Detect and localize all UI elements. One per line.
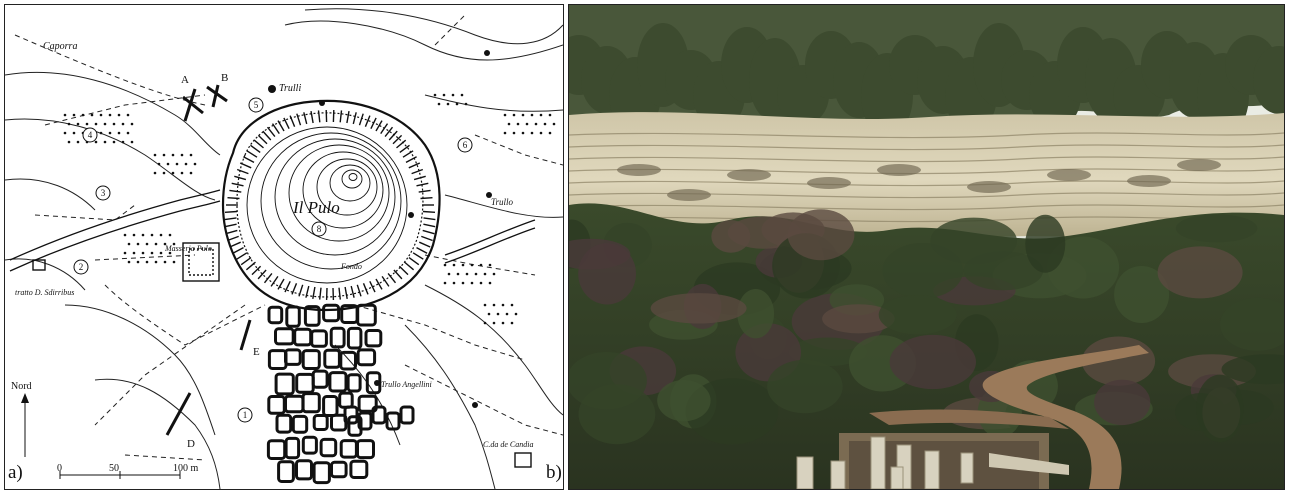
zone-number-8: 8 [317, 224, 322, 234]
scale-start: 0 [57, 463, 62, 474]
map-panel: 5 4 3 2 6 8 1 Il Pulo Caporra Trulli Tru… [4, 4, 564, 490]
place-label-fondo: Fondo [340, 262, 362, 271]
zone-number-5: 5 [254, 100, 259, 110]
place-label-trulli: Trulli [279, 83, 301, 94]
doline-photo [569, 5, 1284, 489]
place-label-caporra: Caporra [43, 41, 77, 52]
place-label-candia: C.da de Candia [483, 440, 533, 449]
section-letter-a: A [181, 74, 189, 86]
scale-bar: 0 50 100 m [57, 463, 199, 479]
site-label: Il Pulo [292, 198, 340, 217]
place-label-left-edge: tratto D. Sdirribus [15, 288, 74, 297]
panel-label-a: a) [8, 462, 23, 483]
north-label: Nord [11, 381, 32, 392]
zone-number-3: 3 [101, 188, 106, 198]
place-label-masseria: Masseria Pulo [164, 244, 212, 253]
panel-label-b: b) [546, 462, 562, 483]
section-letter-b: B [221, 72, 228, 84]
place-label-trullo: Trullo [491, 197, 514, 207]
zone-number-6: 6 [463, 140, 468, 150]
scale-mid: 50 [109, 463, 119, 474]
north-arrow-icon: Nord [11, 381, 32, 457]
topographic-map: 5 4 3 2 6 8 1 Il Pulo Caporra Trulli Tru… [5, 8, 563, 489]
photo-panel [568, 4, 1285, 490]
scale-end: 100 m [173, 463, 199, 474]
zone-number-4: 4 [88, 130, 93, 140]
place-label-trullo-angellini: Trullo Angellini [381, 380, 432, 389]
zone-number-2: 2 [79, 262, 84, 272]
section-letter-e: E [253, 346, 260, 358]
section-letter-d: D [187, 438, 195, 450]
zone-number-1: 1 [243, 410, 248, 420]
